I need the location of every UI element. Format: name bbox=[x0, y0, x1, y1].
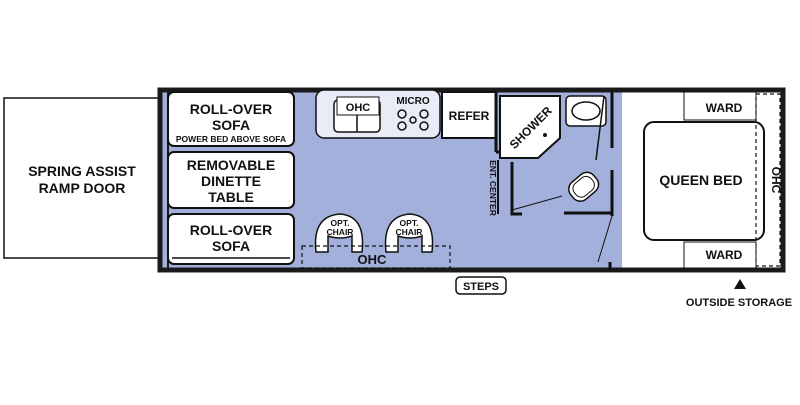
steps-label: STEPS bbox=[463, 281, 499, 293]
bed-ohc-label: OHC bbox=[769, 167, 783, 194]
ward-top bbox=[683, 91, 757, 121]
opt-chair-left-line2: CHAIR bbox=[327, 227, 354, 237]
ent-center: ENT. CENTER bbox=[488, 160, 522, 216]
ramp-door: SPRING ASSIST RAMP DOOR bbox=[3, 97, 161, 259]
opt-chair-right: OPT. CHAIR bbox=[384, 213, 434, 253]
sofa-top-line1: ROLL-OVER bbox=[190, 101, 272, 117]
kitchen-ohc-label: OHC bbox=[346, 102, 371, 114]
steps: STEPS bbox=[455, 276, 507, 295]
micro-label: MICRO bbox=[396, 96, 430, 107]
ohc-floor-label: OHC bbox=[358, 252, 388, 267]
ward-bottom bbox=[683, 241, 757, 269]
refer-label: REFER bbox=[449, 109, 490, 123]
ramp-door-line2: RAMP DOOR bbox=[39, 180, 126, 196]
ward-top-label: WARD bbox=[706, 101, 743, 115]
outside-storage-label: OUTSIDE STORAGE bbox=[686, 297, 792, 309]
sofa-bottom-line2: SOFA bbox=[212, 238, 250, 254]
dinette-line3: TABLE bbox=[208, 189, 254, 205]
ent-center-label: ENT. CENTER bbox=[488, 160, 498, 216]
sofa-top-line2: SOFA bbox=[212, 117, 250, 133]
dinette-line2: DINETTE bbox=[201, 173, 261, 189]
bedroom: WARD QUEEN BED OHC WARD bbox=[643, 91, 783, 269]
opt-chair-right-line2: CHAIR bbox=[396, 227, 423, 237]
bathroom: SHOWER bbox=[494, 92, 614, 270]
ohc-box-kitchen bbox=[336, 96, 380, 116]
opt-chair-right-line1: OPT. bbox=[400, 218, 419, 228]
opt-chair-left-line1: OPT. bbox=[331, 218, 350, 228]
opt-chair-left: OPT. CHAIR bbox=[314, 213, 364, 253]
sofa-top-note: POWER BED ABOVE SOFA bbox=[176, 134, 286, 144]
exterior-wall bbox=[157, 87, 786, 273]
queen-bed-label: QUEEN BED bbox=[659, 172, 742, 188]
kitchen-counter: OHC MICRO bbox=[315, 89, 441, 139]
ramp-door-line1: SPRING ASSIST bbox=[28, 163, 136, 179]
toilet bbox=[568, 171, 600, 202]
refrigerator: REFER bbox=[441, 91, 497, 139]
queen-bed bbox=[643, 121, 765, 241]
arrow-up-icon bbox=[734, 279, 746, 289]
sofa-bottom-line1: ROLL-OVER bbox=[190, 222, 272, 238]
sofa-bottom: ROLL-OVER SOFA bbox=[167, 213, 295, 265]
dinette: REMOVABLE DINETTE TABLE bbox=[167, 151, 295, 209]
sofa-top: ROLL-OVER SOFA POWER BED ABOVE SOFA bbox=[167, 91, 295, 147]
shower bbox=[499, 95, 561, 159]
outside-storage: OUTSIDE STORAGE bbox=[686, 279, 792, 309]
ohc-floor-outline bbox=[301, 245, 451, 269]
dinette-line1: REMOVABLE bbox=[187, 157, 275, 173]
cooktop-burners bbox=[397, 109, 429, 131]
ward-bottom-label: WARD bbox=[706, 248, 743, 262]
